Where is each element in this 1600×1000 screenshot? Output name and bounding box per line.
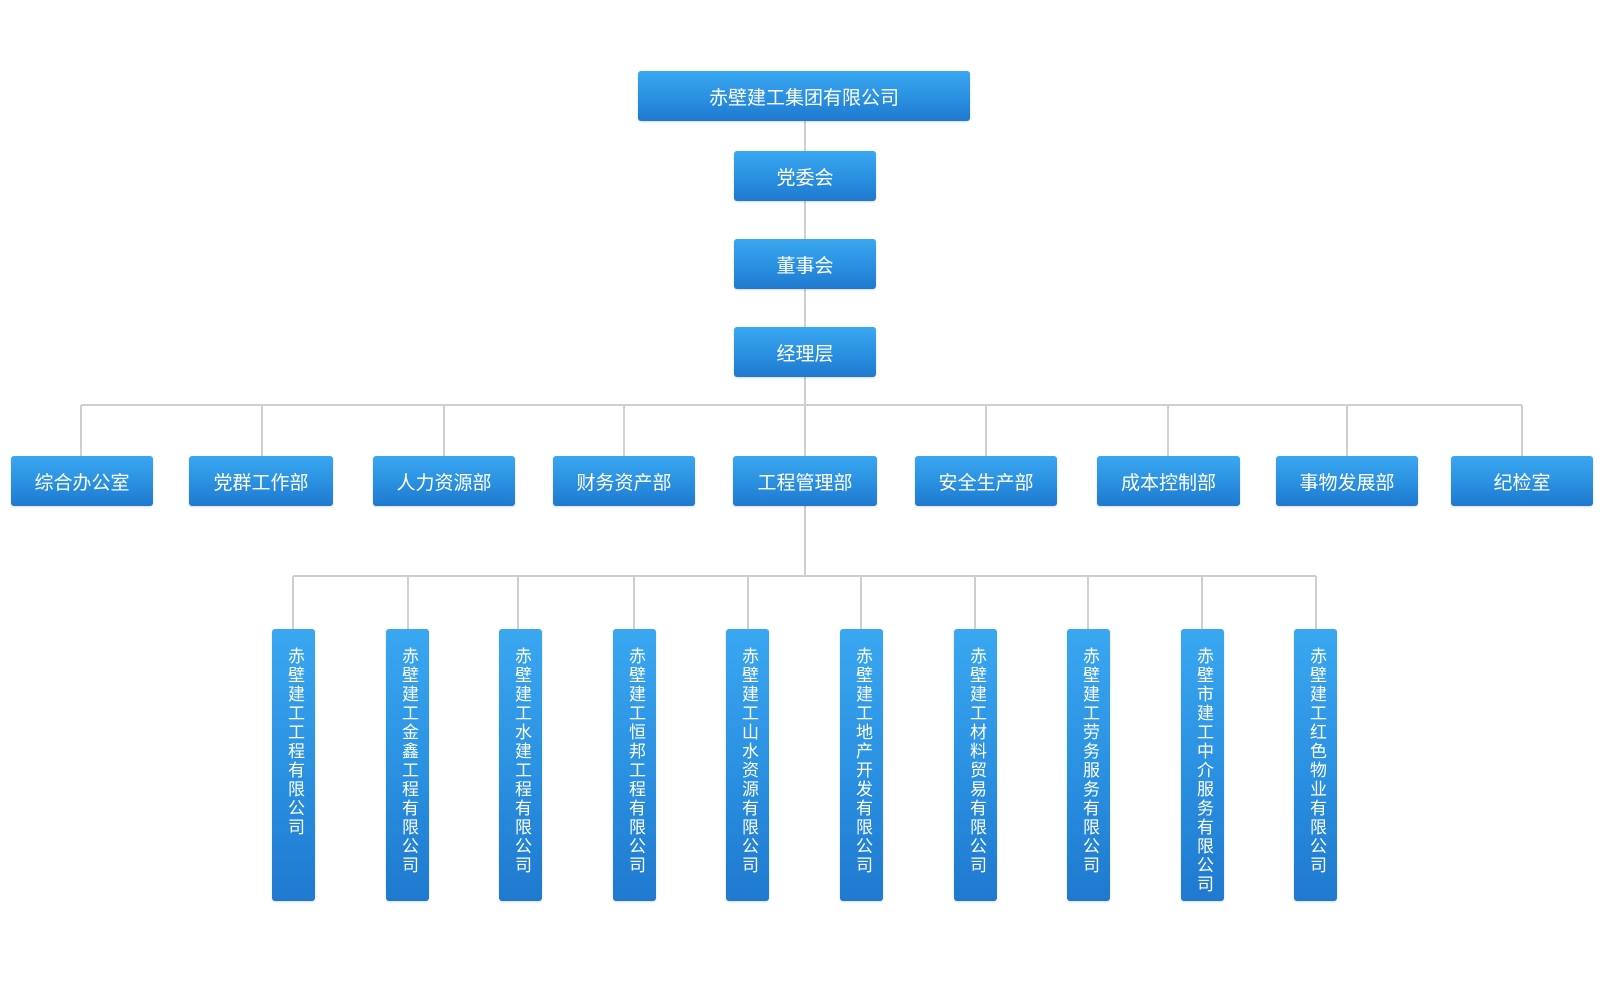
node-label: 安全生产部 [938,471,1034,494]
node-label: 赤壁建工红色物业有限公司 [1306,647,1326,875]
node-label: 赤壁建工恒邦工程有限公司 [625,647,645,875]
node-subsidiary: 赤壁建工水建工程有限公司 [499,629,542,901]
node-department: 综合办公室 [11,456,153,506]
node-group-company: 赤壁建工集团有限公司 [638,71,970,121]
node-label: 赤壁建工山水资源有限公司 [738,647,758,875]
node-party-committee: 党委会 [734,151,876,201]
node-label: 党群工作部 [213,471,309,494]
node-label: 党委会 [776,166,834,189]
node-subsidiary: 赤壁建工工程有限公司 [272,629,315,901]
node-management: 经理层 [734,327,876,377]
node-label: 事物发展部 [1299,471,1395,494]
node-label: 纪检室 [1493,471,1551,494]
node-label: 赤壁建工工程有限公司 [284,647,304,837]
node-subsidiary: 赤壁建工地产开发有限公司 [840,629,883,901]
node-label: 赤壁市建工中介服务有限公司 [1193,647,1213,894]
node-department: 财务资产部 [553,456,695,506]
node-label: 赤壁建工材料贸易有限公司 [966,647,986,875]
node-department: 人力资源部 [373,456,515,506]
node-label: 赤壁建工集团有限公司 [708,86,899,109]
node-label: 董事会 [776,254,834,277]
node-label: 人力资源部 [396,471,492,494]
node-label: 赤壁建工水建工程有限公司 [511,647,531,875]
node-label: 赤壁建工金鑫工程有限公司 [398,647,418,875]
node-subsidiary: 赤壁市建工中介服务有限公司 [1181,629,1224,901]
node-label: 赤壁建工地产开发有限公司 [852,647,872,875]
node-subsidiary: 赤壁建工山水资源有限公司 [726,629,769,901]
node-subsidiary: 赤壁建工红色物业有限公司 [1294,629,1337,901]
node-label: 财务资产部 [576,471,672,494]
node-subsidiary: 赤壁建工金鑫工程有限公司 [386,629,429,901]
node-label: 综合办公室 [34,471,130,494]
node-subsidiary: 赤壁建工材料贸易有限公司 [954,629,997,901]
node-department: 党群工作部 [189,456,333,506]
node-department: 事物发展部 [1276,456,1418,506]
node-label: 赤壁建工劳务服务有限公司 [1079,647,1099,875]
node-board: 董事会 [734,239,876,289]
node-department: 安全生产部 [915,456,1057,506]
node-department: 工程管理部 [733,456,877,506]
node-label: 工程管理部 [757,471,853,494]
node-subsidiary: 赤壁建工恒邦工程有限公司 [613,629,656,901]
node-department: 纪检室 [1451,456,1593,506]
node-subsidiary: 赤壁建工劳务服务有限公司 [1067,629,1110,901]
node-department: 成本控制部 [1097,456,1240,506]
node-label: 经理层 [776,342,834,365]
node-label: 成本控制部 [1120,471,1216,494]
